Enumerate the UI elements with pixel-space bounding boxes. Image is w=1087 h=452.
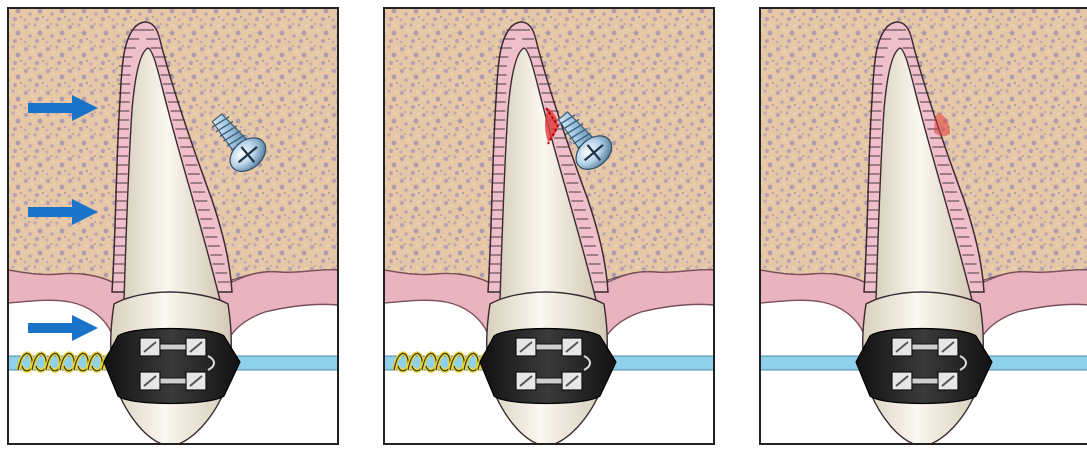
panel-2 [384, 8, 714, 446]
panel-3 [760, 8, 1087, 446]
bracket [480, 329, 616, 404]
bracket-band [480, 329, 616, 404]
panel-content [384, 8, 714, 446]
bracket-tie [536, 344, 562, 350]
panel-content [8, 8, 338, 446]
panel-content [760, 8, 1087, 446]
bracket-tie [912, 344, 938, 350]
panel-1 [8, 8, 338, 446]
bracket-tie [160, 344, 186, 350]
bracket-tie [536, 378, 562, 384]
bracket-tie [160, 378, 186, 384]
bracket [104, 329, 240, 404]
bracket-band [104, 329, 240, 404]
bracket-tie [912, 378, 938, 384]
bracket [856, 329, 992, 404]
bracket-band [856, 329, 992, 404]
